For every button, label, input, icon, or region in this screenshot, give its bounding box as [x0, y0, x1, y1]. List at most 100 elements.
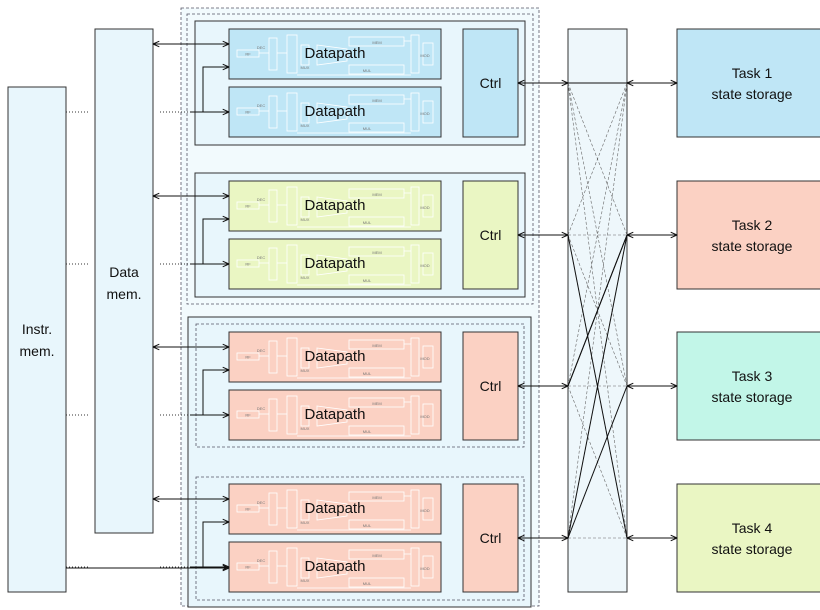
rf-label: RF — [245, 110, 251, 115]
mux-block — [300, 557, 310, 579]
task-title-4: Task 4 — [732, 520, 773, 536]
datapath-label: Datapath — [305, 348, 366, 365]
core-dashed-4 — [195, 476, 525, 601]
mod-block — [422, 42, 434, 66]
xbar-dashed-0-3 — [567, 82, 628, 539]
instr-mem-label-1: Instr. — [22, 321, 52, 337]
datapath-label: Datapath — [305, 45, 366, 62]
datapath-label: Datapath — [305, 103, 366, 120]
dec-block — [268, 37, 278, 71]
xbar-dashed-2-0 — [567, 82, 628, 387]
mux-label: MUX — [301, 65, 310, 70]
dp-top-branch-2 — [202, 219, 229, 264]
instr-mem-label-2: mem. — [20, 343, 55, 359]
mod-label: MOD — [420, 508, 429, 513]
dec-block — [268, 398, 278, 432]
task-title-1: Task 1 — [732, 65, 773, 81]
alu-shape — [316, 196, 348, 218]
mux-label: MUX — [301, 123, 310, 128]
rf-label: RF — [245, 52, 251, 57]
dec-label: DEC — [257, 197, 266, 202]
mul-label: MUL — [363, 126, 372, 131]
mod-label: MOD — [420, 111, 429, 116]
alu-shape — [316, 499, 348, 521]
mul-block — [348, 216, 405, 227]
mem-block — [348, 397, 405, 408]
mux-label: MUX — [301, 217, 310, 222]
rf-label: RF — [245, 262, 251, 267]
mem-block — [348, 549, 405, 560]
datapath-box — [228, 238, 442, 290]
mod-block — [422, 555, 434, 579]
mul-label: MUL — [363, 220, 372, 225]
datapath-box — [228, 483, 442, 535]
task-subtitle-4: state storage — [712, 541, 793, 557]
dec-block — [268, 95, 278, 129]
ctrl-box-2 — [462, 180, 519, 290]
ctrl-label-1: Ctrl — [480, 75, 502, 91]
rf-block — [236, 259, 260, 268]
task-box-4 — [676, 483, 820, 593]
task-box-2 — [676, 180, 820, 290]
dec-label: DEC — [257, 255, 266, 260]
mul-label: MUL — [363, 429, 372, 434]
pipe-reg-1 — [286, 92, 298, 132]
task-subtitle-3: state storage — [712, 389, 793, 405]
mul-block — [348, 425, 405, 436]
connections — [66, 44, 677, 568]
mem-label: MEM — [372, 343, 381, 348]
datapath-label: Datapath — [305, 197, 366, 214]
mul-block — [348, 577, 405, 588]
mux-block — [300, 44, 310, 66]
xbar-active-4 — [567, 234, 628, 539]
mod-label: MOD — [420, 414, 429, 419]
rf-block — [236, 562, 260, 571]
pipe-reg-2 — [410, 395, 420, 435]
mem-label: MEM — [372, 40, 381, 45]
xbar-dashed-3-0 — [567, 82, 628, 539]
pipe-reg-1 — [286, 395, 298, 435]
dec-label: DEC — [257, 500, 266, 505]
mem-label: MEM — [372, 98, 381, 103]
datapath-box — [228, 180, 442, 232]
mul-block — [348, 64, 405, 75]
mux-label: MUX — [301, 520, 310, 525]
rf-block — [236, 49, 260, 58]
mem-block — [348, 339, 405, 350]
mul-block — [348, 122, 405, 133]
pipe-reg-2 — [410, 34, 420, 74]
datapath-box — [228, 389, 442, 441]
crossbar-lines — [567, 82, 628, 539]
xbar-dashed-1-0 — [567, 82, 628, 236]
mux-block — [300, 405, 310, 427]
alu-shape — [316, 405, 348, 427]
task-box-3 — [676, 331, 820, 441]
mod-block — [422, 100, 434, 124]
mul-block — [348, 519, 405, 530]
dec-block — [268, 189, 278, 223]
dec-label: DEC — [257, 45, 266, 50]
datapath-label: Datapath — [305, 406, 366, 423]
datapath-box — [228, 541, 442, 593]
dec-label: DEC — [257, 348, 266, 353]
mod-label: MOD — [420, 263, 429, 268]
pipe-reg-1 — [286, 186, 298, 226]
pipe-reg-1 — [286, 337, 298, 377]
rf-block — [236, 504, 260, 513]
mod-label: MOD — [420, 53, 429, 58]
dp-top-branch-4 — [202, 522, 229, 567]
ctrl-label-4: Ctrl — [480, 530, 502, 546]
dec-label: DEC — [257, 406, 266, 411]
datapath-label: Datapath — [305, 255, 366, 272]
alu-shape — [316, 44, 348, 66]
dec-block — [268, 492, 278, 526]
mux-label: MUX — [301, 426, 310, 431]
mul-label: MUL — [363, 523, 372, 528]
mux-block — [300, 347, 310, 369]
dec-block — [268, 247, 278, 281]
ctrl-box-4 — [462, 483, 519, 593]
